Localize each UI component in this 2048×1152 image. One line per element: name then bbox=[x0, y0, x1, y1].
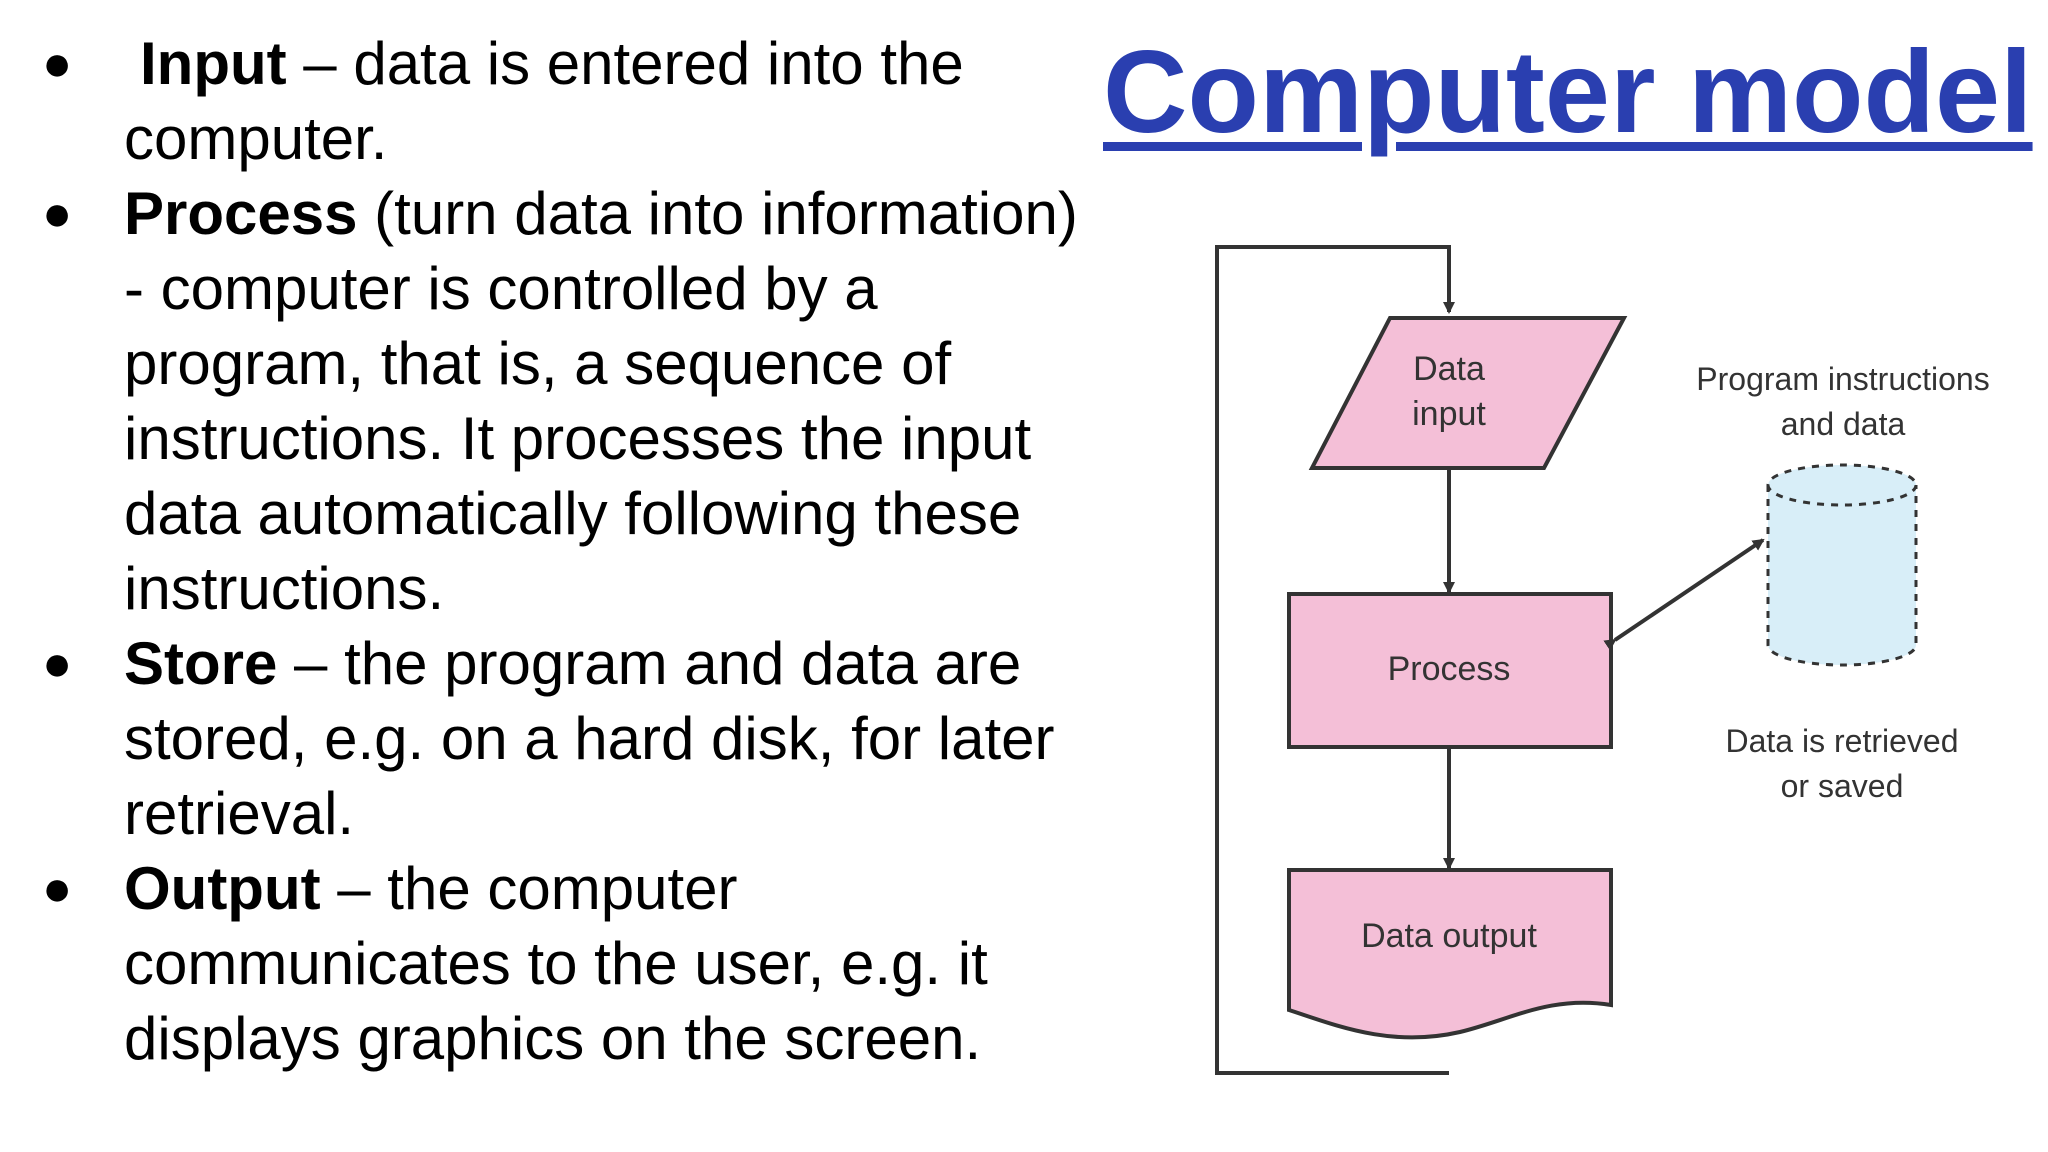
bullet-term: Output bbox=[124, 855, 321, 922]
storage-label-line2: and data bbox=[1781, 406, 1906, 442]
bullet-text: – the computer communicates to the user,… bbox=[124, 855, 988, 1072]
bullet-process: ● Process (turn data into information) - … bbox=[0, 176, 1110, 626]
bullet-text: – data is entered into the computer. bbox=[124, 30, 964, 172]
bullet-output: ● Output – the computer communicates to t… bbox=[0, 851, 1110, 1076]
bullet-list: ● Input – data is entered into the comput… bbox=[0, 26, 1110, 1076]
bullet-dot: ● bbox=[42, 35, 73, 91]
storage-label-line1: Program instructions bbox=[1696, 361, 1989, 397]
bullet-text: – the program and data are stored, e.g. … bbox=[124, 630, 1055, 847]
bullet-dot: ● bbox=[42, 185, 73, 241]
data-input-shape bbox=[1308, 316, 1628, 470]
bullet-input: ● Input – data is entered into the comput… bbox=[0, 26, 1110, 176]
data-output-label: Data output bbox=[1361, 917, 1537, 955]
bullet-text: (turn data into information) - computer … bbox=[124, 180, 1078, 622]
bullet-term: Store bbox=[124, 630, 278, 697]
retrieval-label-line2: or saved bbox=[1781, 768, 1904, 804]
bullet-dot: ● bbox=[42, 635, 73, 691]
bullet-dot: ● bbox=[42, 860, 73, 916]
slide-title: Computer model bbox=[1103, 26, 2033, 157]
data-output-shape bbox=[1287, 868, 1613, 1040]
bullet-term: Process bbox=[124, 180, 358, 247]
bullet-store: ● Store – the program and data are stored… bbox=[0, 626, 1110, 851]
arrow-storage-process bbox=[1603, 538, 1765, 651]
bullet-term: Input bbox=[140, 30, 287, 97]
process-box bbox=[1287, 592, 1613, 749]
retrieval-label-line1: Data is retrieved bbox=[1726, 723, 1959, 759]
feedback-loop-line bbox=[1215, 245, 1455, 1075]
data-input-label-line2: input bbox=[1412, 395, 1486, 433]
flowchart-diagram: Data input Process Data output Program i… bbox=[1215, 245, 1990, 1075]
storage-cylinder bbox=[1766, 463, 1918, 667]
data-input-label-line1: Data bbox=[1413, 350, 1485, 388]
process-label: Process bbox=[1388, 650, 1511, 688]
